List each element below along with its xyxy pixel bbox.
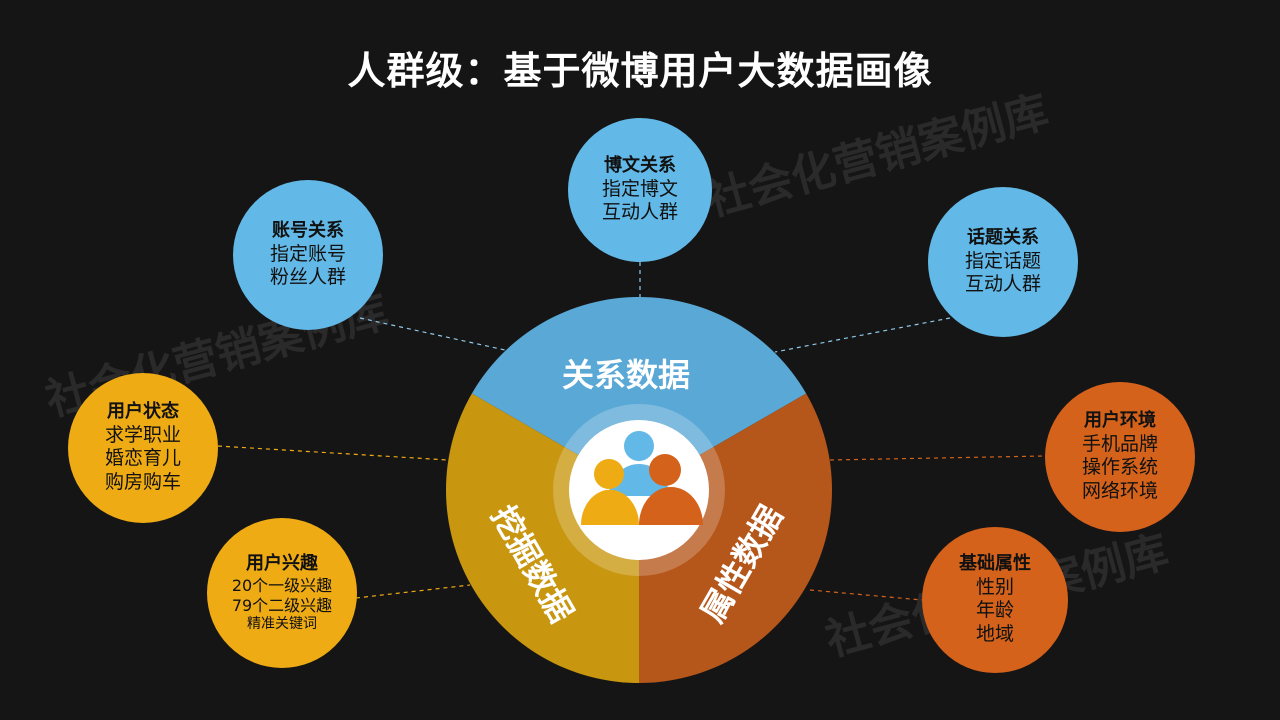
node-line: 网络环境 xyxy=(1081,480,1158,503)
node-line: 性别 xyxy=(975,575,1014,598)
node-line: 79个二级兴趣 xyxy=(231,595,333,615)
node-heading: 用户环境 xyxy=(1084,410,1156,432)
node-heading: 用户状态 xyxy=(107,401,179,423)
node-line: 年龄 xyxy=(975,599,1014,622)
node-line: 互动人群 xyxy=(964,273,1041,296)
connector xyxy=(829,455,1046,461)
node-heading: 博文关系 xyxy=(604,155,676,176)
node-line: 精准关键词 xyxy=(247,615,317,632)
connector xyxy=(355,584,471,599)
node-heading: 基础属性 xyxy=(959,553,1031,575)
people-group-icon xyxy=(581,431,703,525)
connector xyxy=(217,445,449,461)
node-line: 20个一级兴趣 xyxy=(231,575,333,595)
connector xyxy=(774,317,951,353)
node-account-relation: 账号关系 指定账号 粉丝人群 xyxy=(233,180,383,330)
node-line: 购房购车 xyxy=(104,471,181,494)
node-heading: 账号关系 xyxy=(272,220,344,241)
node-user-environment: 用户环境 手机品牌 操作系统 网络环境 xyxy=(1045,382,1195,532)
node-line: 指定话题 xyxy=(964,249,1041,272)
node-line: 指定博文 xyxy=(601,177,678,200)
connector xyxy=(809,589,923,601)
segment-label-relation: 关系数据 xyxy=(562,356,691,394)
node-line: 互动人群 xyxy=(601,201,678,224)
node-user-interest: 用户兴趣 20个一级兴趣 79个二级兴趣 精准关键词 xyxy=(207,518,357,668)
node-heading: 用户兴趣 xyxy=(246,553,318,574)
node-line: 地域 xyxy=(975,623,1014,646)
node-line: 粉丝人群 xyxy=(269,266,346,289)
node-basic-attributes: 基础属性 性别 年龄 地域 xyxy=(922,527,1068,673)
node-heading: 话题关系 xyxy=(967,227,1039,248)
node-topic-relation: 话题关系 指定话题 互动人群 xyxy=(928,187,1078,337)
slide-title: 人群级：基于微博用户大数据画像 xyxy=(347,49,933,93)
node-line: 操作系统 xyxy=(1081,456,1158,479)
node-user-status: 用户状态 求学职业 婚恋育儿 购房购车 xyxy=(68,373,218,523)
node-weibo-relation: 博文关系 指定博文 互动人群 xyxy=(568,118,712,262)
node-line: 手机品牌 xyxy=(1081,432,1158,455)
connector xyxy=(359,317,506,351)
node-line: 婚恋育儿 xyxy=(104,447,181,470)
node-line: 求学职业 xyxy=(104,423,181,446)
segment-relation xyxy=(471,296,807,490)
node-line: 指定账号 xyxy=(269,242,346,265)
